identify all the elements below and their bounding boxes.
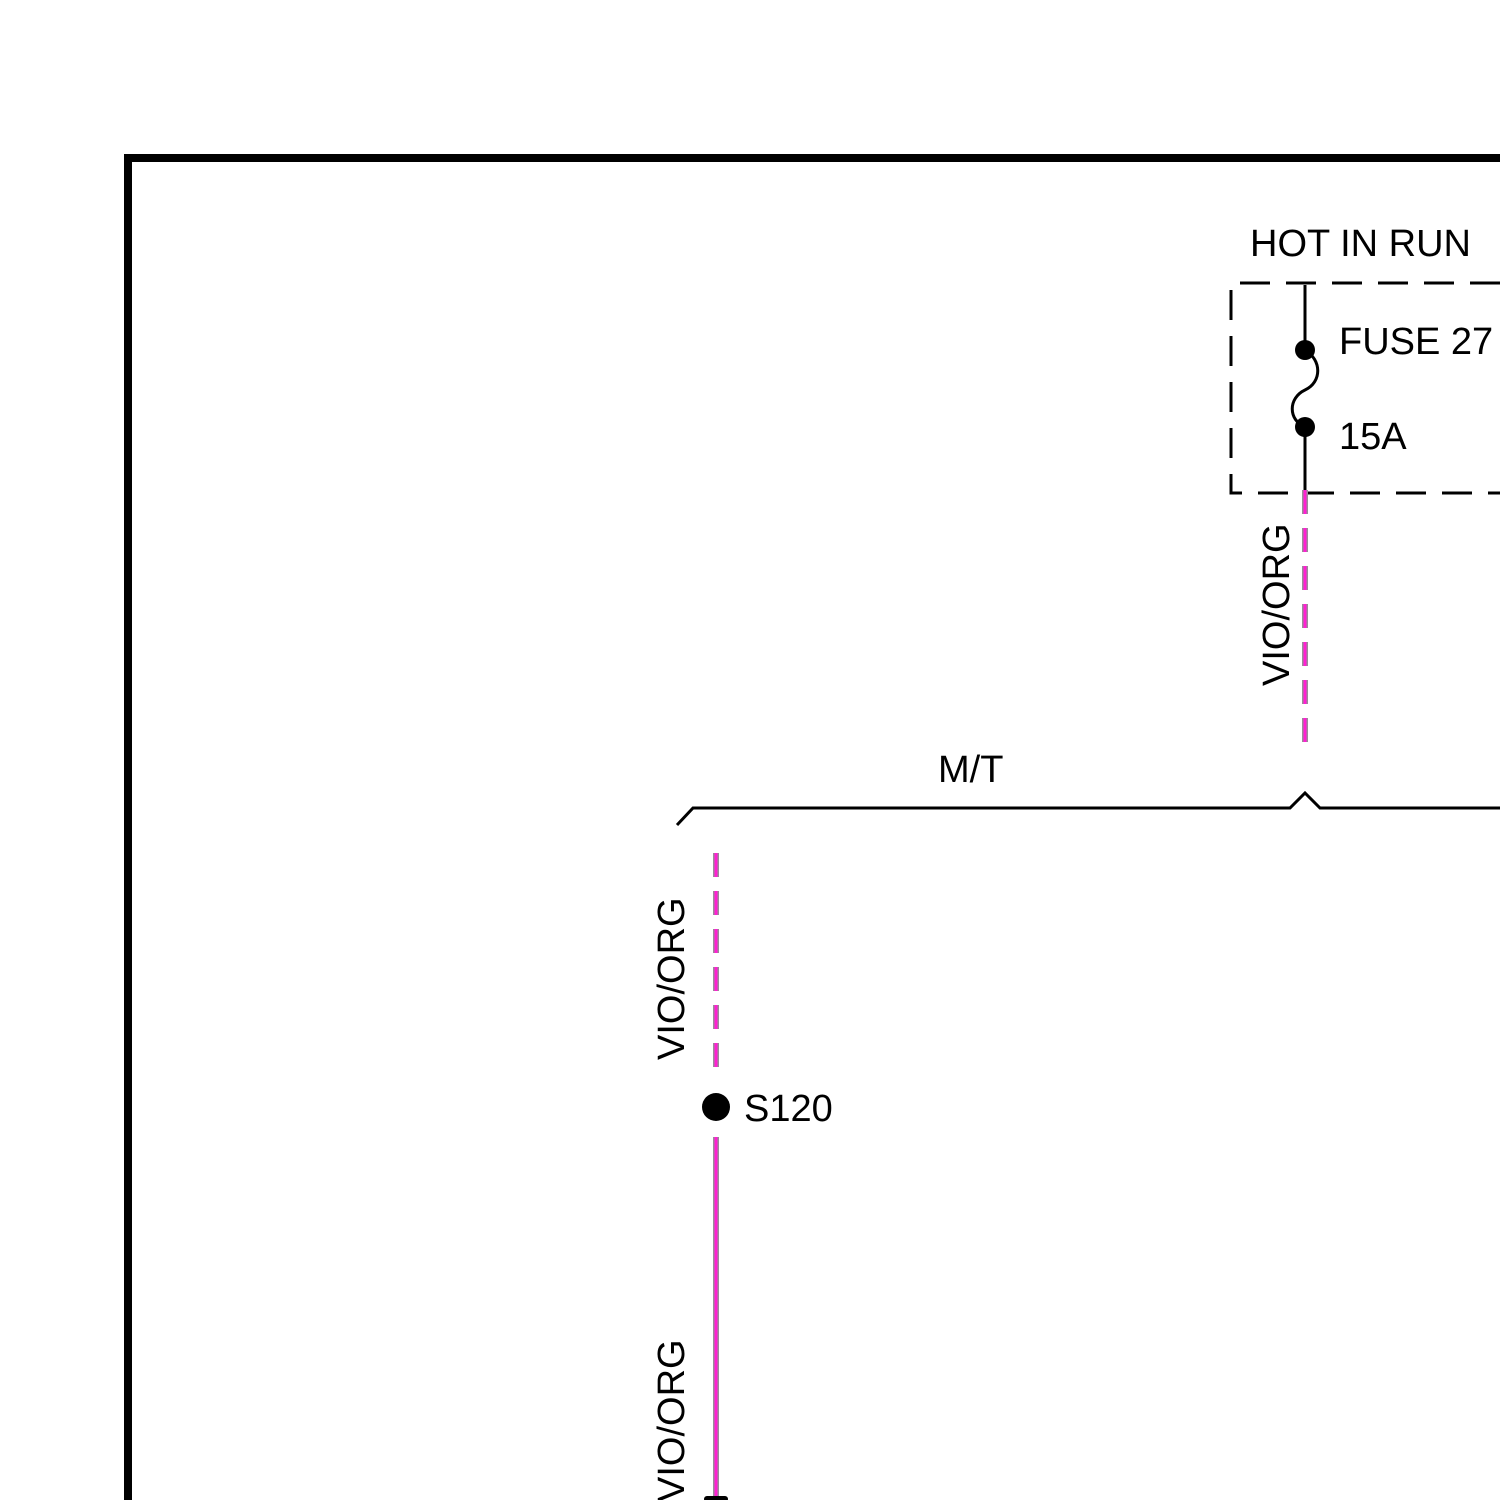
hot-in-run-label: HOT IN RUN [1250,223,1471,265]
fuse-name-label: FUSE 27 [1339,321,1493,363]
wire-color-label-lower: VIO/ORG [651,1339,693,1500]
splice-label: S120 [744,1088,833,1130]
diagram-frame [128,158,1500,1500]
connector-edge [704,1496,728,1500]
option-bracket [677,793,1500,825]
option-label: M/T [938,749,1003,791]
fuse-element [1292,350,1318,427]
wire-color-label-middle: VIO/ORG [651,897,693,1060]
wire-color-label-upper: VIO/ORG [1256,523,1298,686]
fuse-box-outline [1231,283,1500,493]
fuse-rating-label: 15A [1339,416,1407,458]
fuse-symbol [1292,285,1318,492]
splice-dot [702,1093,730,1121]
